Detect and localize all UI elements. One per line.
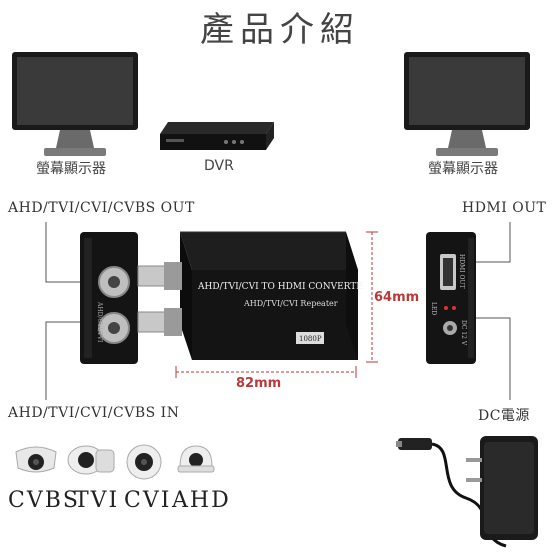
right-panel-hdmi-text: HDMI OUT — [458, 254, 465, 288]
camera-cvi-label: CVI — [124, 488, 172, 513]
camera-tvi-icon — [67, 445, 115, 475]
hdmi-out-label: HDMI OUT — [462, 200, 547, 216]
camera-cvbs-icon — [15, 446, 57, 473]
camera-cvbs-label: CVBS — [8, 488, 80, 513]
input-in-label: AHD/TVI/CVI/CVBS IN — [8, 405, 180, 421]
device-badge: 1080P — [299, 335, 322, 343]
power-adapter-icon — [396, 436, 538, 548]
right-panel-dc-text: DC 12 V — [460, 320, 467, 346]
page-title: 產品介紹 — [200, 10, 360, 50]
left-panel-text: AHD/CVI/TVI — [96, 301, 103, 343]
camera-ahd-icon — [177, 445, 215, 473]
power-label: DC電源 — [478, 408, 530, 424]
dvr-icon — [160, 122, 274, 150]
device-line1: AHD/TVI/CVI TO HDMI CONVERTER — [197, 282, 364, 292]
monitor-left-label: 螢幕顯示器 — [36, 161, 106, 177]
device-line2: AHD/TVI/CVI Repeater — [243, 299, 338, 308]
width-dimension: 82mm — [236, 376, 282, 391]
monitor-right-icon — [404, 52, 530, 156]
input-out-label: AHD/TVI/CVI/CVBS OUT — [8, 200, 195, 216]
camera-tvi-label: TVI — [74, 488, 120, 513]
dvr-label: DVR — [204, 158, 234, 174]
right-panel-hdmi: HDMI OUT LED DC 12 V — [426, 232, 476, 364]
left-panel-bnc: AHD/CVI/TVI — [80, 232, 138, 364]
camera-cvi-icon — [126, 444, 162, 480]
monitor-right-label: 螢幕顯示器 — [428, 161, 498, 177]
camera-ahd-label: AHD — [172, 488, 231, 513]
height-dimension: 64mm — [374, 290, 420, 305]
right-panel-led-text: LED — [430, 302, 437, 315]
monitor-left-icon — [12, 52, 138, 156]
converter-device: AHD/TVI/CVI TO HDMI CONVERTER AHD/TVI/CV… — [137, 231, 364, 360]
